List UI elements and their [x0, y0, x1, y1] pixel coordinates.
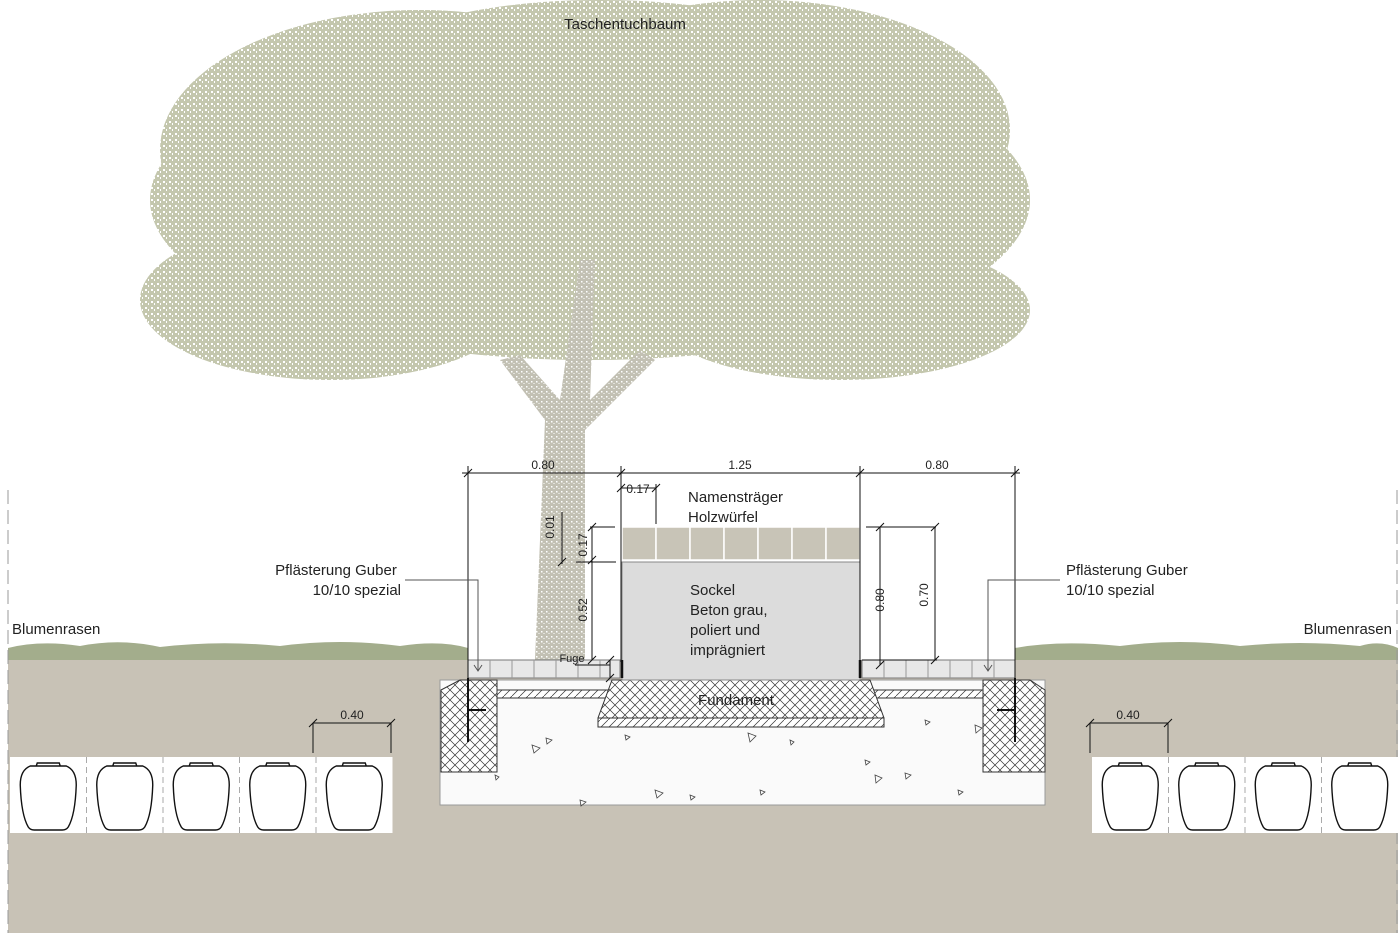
lawn-label-right: Blumenrasen: [1304, 621, 1392, 638]
paving-leader-right: [983, 579, 1060, 672]
grass-right: [1015, 642, 1398, 660]
urn-icon: [1254, 762, 1312, 831]
dim-center-width: 1.25: [728, 458, 752, 472]
gravel-marks: [494, 719, 983, 807]
urn-icon: [1331, 762, 1389, 831]
paving-right: [861, 659, 1016, 679]
urn-icon: [325, 762, 383, 831]
urn-icon: [96, 762, 154, 831]
tree-label: Taschentuchbaum: [564, 16, 686, 33]
dim-gap: 0.01: [543, 515, 557, 539]
paving-left: [467, 659, 621, 679]
urn-icon: [172, 762, 230, 831]
dim-urn-right: 0.40: [1116, 708, 1140, 722]
dim-right-width: 0.80: [925, 458, 949, 472]
base-label: Sockel Beton grau, poliert und imprägnie…: [690, 582, 772, 659]
name-carrier-label: Namensträger Holzwürfel: [688, 489, 787, 526]
paving-leader-left: [405, 579, 483, 672]
dimension-lines: [308, 466, 1173, 753]
concrete-base: [621, 561, 861, 681]
dim-right-visible: 0.70: [917, 583, 931, 607]
urn-icon: [1178, 762, 1236, 831]
joint-label: Fuge: [559, 653, 584, 665]
urn-icon: [19, 762, 77, 831]
bedding-left: [496, 689, 613, 699]
grass-left: [8, 642, 468, 660]
tree-illustration: [140, 0, 1030, 660]
foundation-bedding: [597, 717, 885, 728]
dim-right-total: 0.80: [873, 588, 887, 612]
dim-cube-height: 0.17: [576, 533, 590, 557]
dim-base-height: 0.52: [576, 598, 590, 622]
bedding-right: [869, 689, 984, 699]
foundation-label: Fundament: [698, 692, 775, 709]
paving-label-left: Pflästerung Guber 10/10 spezial: [275, 562, 401, 599]
urn-rows: [10, 757, 1398, 833]
dim-urn-left: 0.40: [340, 708, 364, 722]
urn-icon: [1101, 762, 1159, 831]
dim-left-width: 0.80: [531, 458, 555, 472]
lawn-label-left: Blumenrasen: [12, 621, 100, 638]
base-joints: [620, 660, 862, 678]
paving-label-right: Pflästerung Guber 10/10 spezial: [1066, 562, 1192, 599]
dim-cube-width: 0.17: [626, 482, 650, 496]
urn-icon: [249, 762, 307, 831]
wooden-cubes: [621, 526, 861, 561]
